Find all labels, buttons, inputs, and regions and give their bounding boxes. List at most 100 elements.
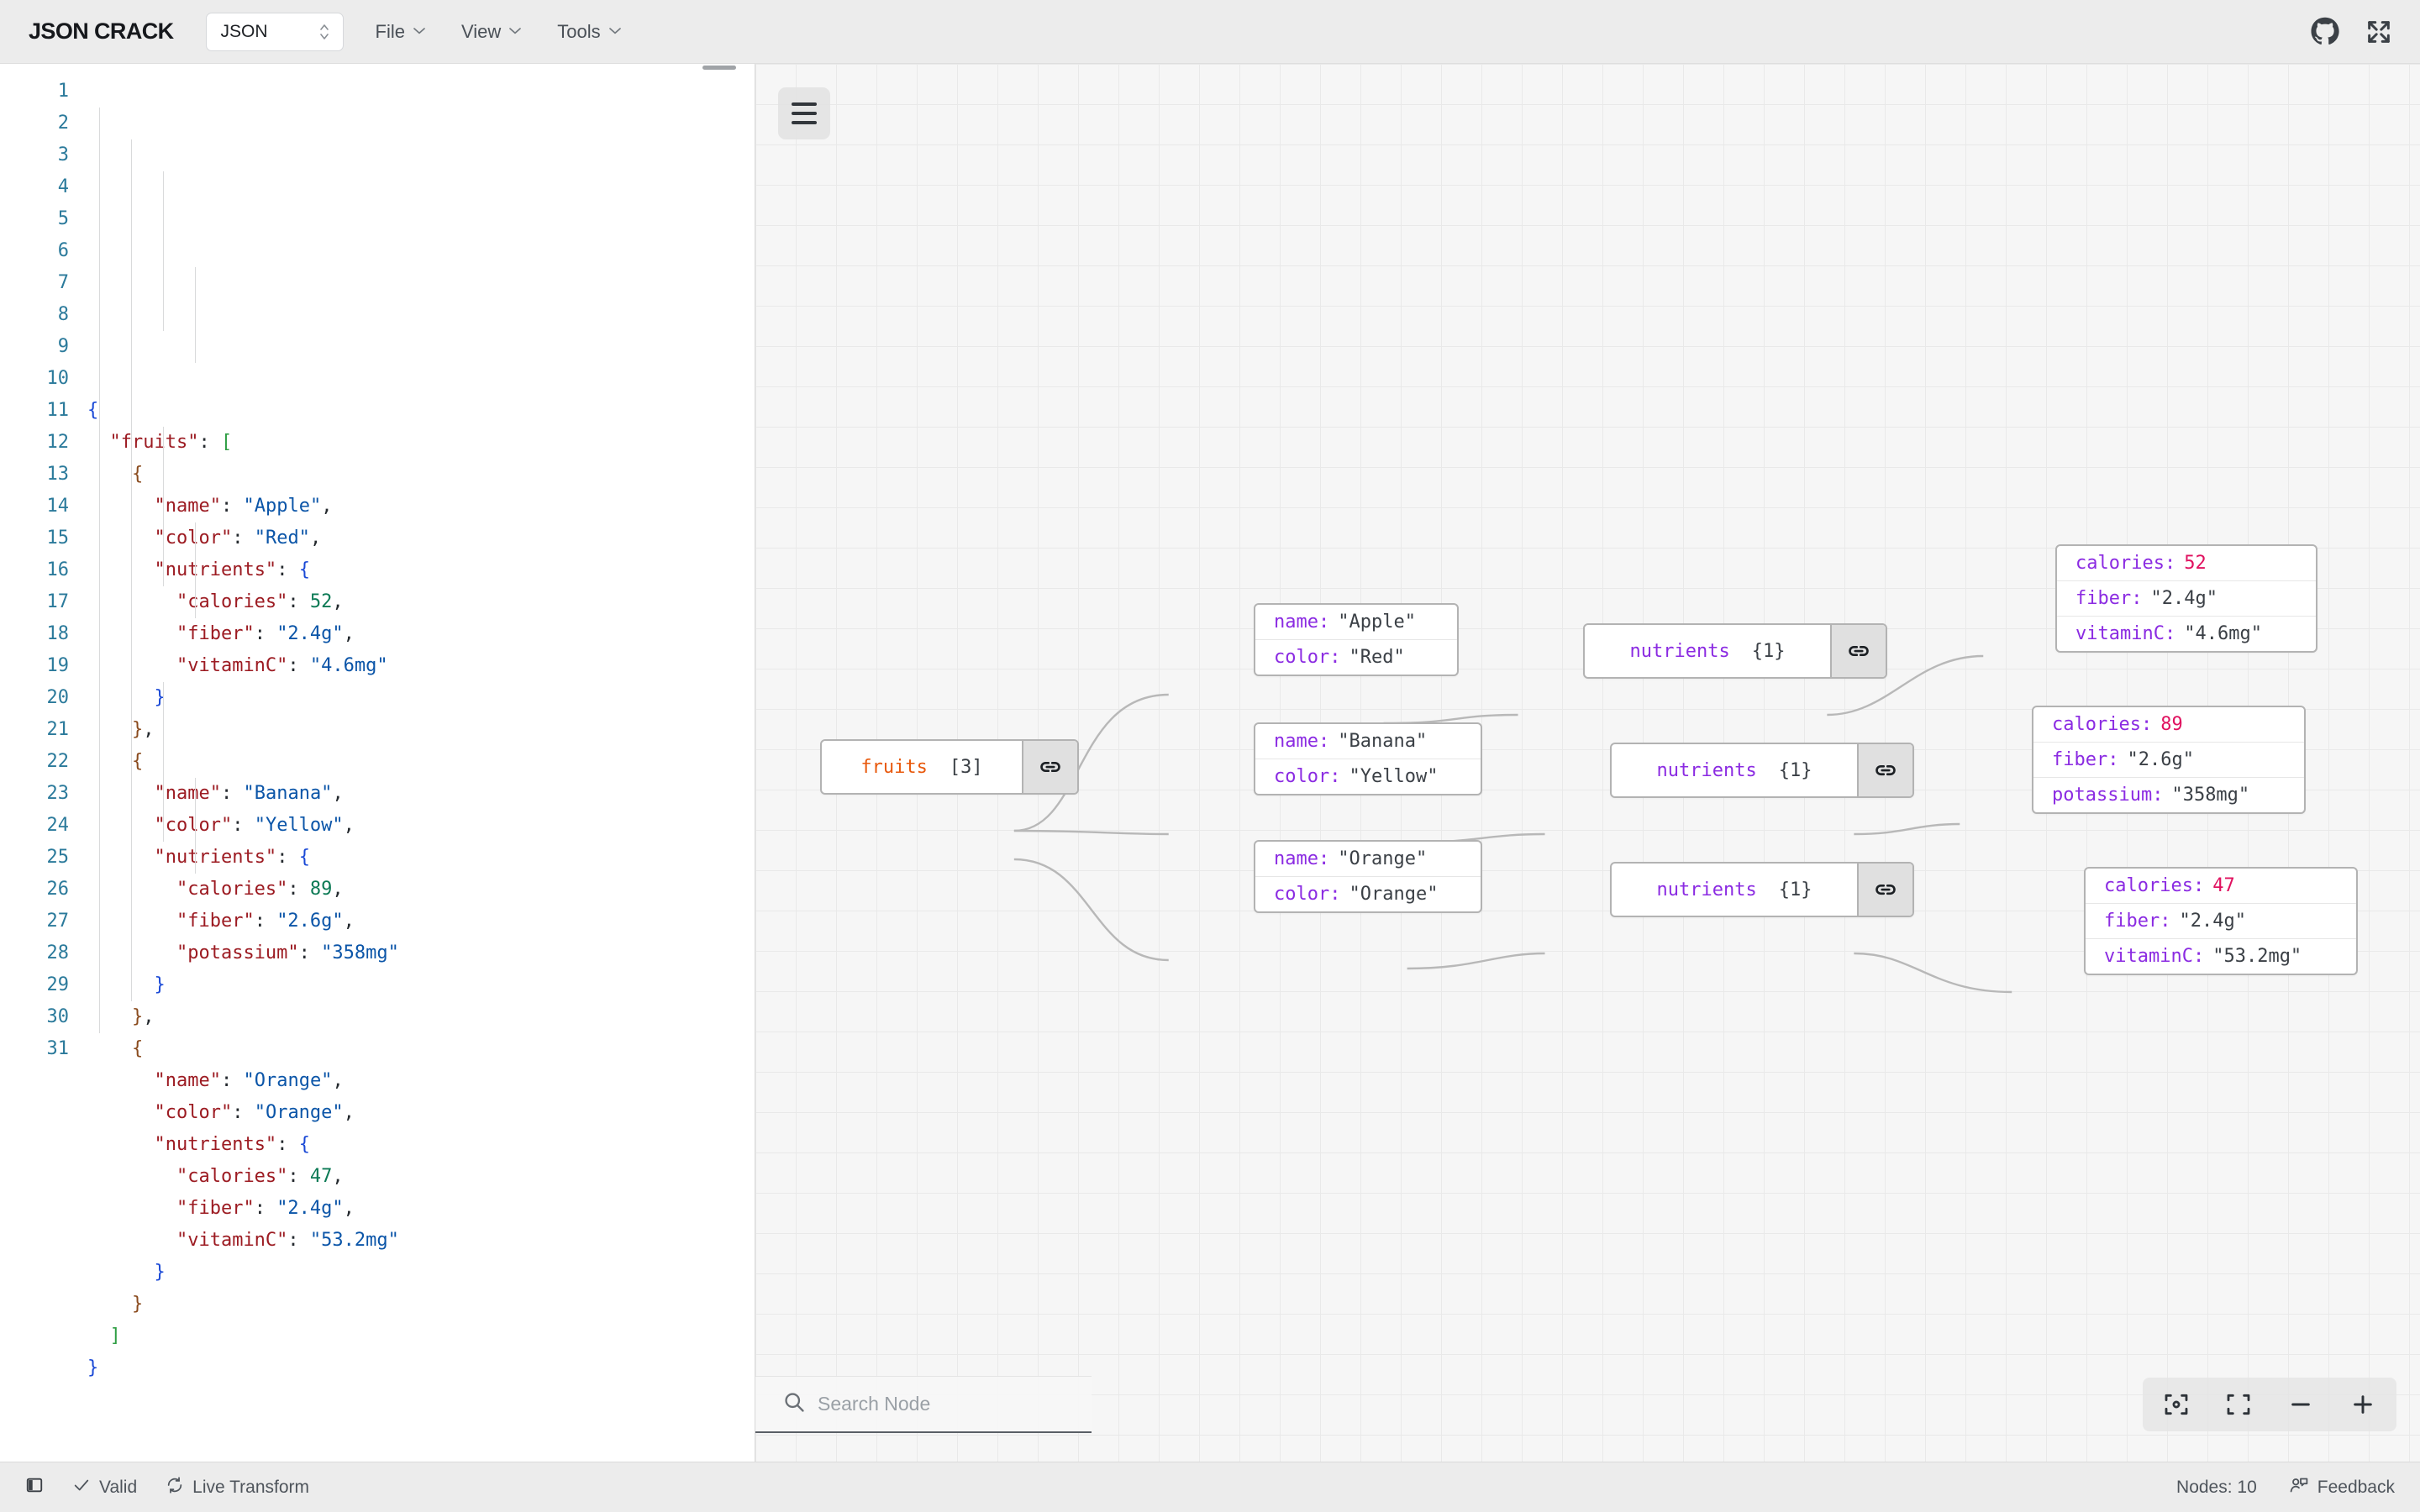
code-line[interactable]: { <box>87 746 755 778</box>
code-line[interactable]: "name": "Banana", <box>87 778 755 810</box>
code-line[interactable]: { <box>87 395 755 427</box>
code-line[interactable]: } <box>87 1352 755 1384</box>
link-icon[interactable] <box>1830 625 1886 677</box>
node-row: fiber:"2.4g" <box>2086 903 2356 938</box>
graph-canvas[interactable]: fruits[3] name:"Apple"color:"Red" name:"Ba… <box>755 64 2420 1462</box>
line-number: 23 <box>46 783 70 804</box>
code-line[interactable]: "fiber": "2.4g", <box>87 618 755 650</box>
code-line[interactable]: { <box>87 1033 755 1065</box>
code-line[interactable]: "color": "Yellow", <box>87 810 755 842</box>
code-token <box>87 1134 154 1155</box>
code-line[interactable]: "color": "Red", <box>87 522 755 554</box>
node-row: name:"Orange" <box>1255 842 1481 876</box>
feedback-label: Feedback <box>2317 1477 2395 1497</box>
graph-node-parent[interactable]: nutrients{1} <box>1583 623 1887 679</box>
code-line[interactable]: "fiber": "2.6g", <box>87 906 755 937</box>
graph-node-parent[interactable]: nutrients{1} <box>1610 862 1914 917</box>
code-token: "calories" <box>176 1166 288 1187</box>
panel-toggle-icon <box>25 1476 44 1499</box>
code-line[interactable]: } <box>87 1289 755 1320</box>
node-row: calories:52 <box>2057 546 2316 580</box>
menu-tools[interactable]: Tools <box>557 21 621 43</box>
code-line[interactable]: "fiber": "2.4g", <box>87 1193 755 1225</box>
hamburger-menu-icon[interactable] <box>778 87 830 139</box>
main-menu: File View Tools <box>376 21 622 43</box>
graph-node-parent[interactable]: fruits[3] <box>820 739 1079 795</box>
code-line[interactable]: "vitaminC": "4.6mg" <box>87 650 755 682</box>
code-line[interactable]: "nutrients": { <box>87 554 755 586</box>
node-row-key: vitaminC: <box>2075 623 2176 644</box>
code-token <box>87 815 154 836</box>
github-icon[interactable] <box>2307 14 2343 50</box>
code-line[interactable]: { <box>87 459 755 491</box>
code-token: : <box>220 783 244 804</box>
code-line[interactable]: } <box>87 1257 755 1289</box>
code-line[interactable]: "calories": 52, <box>87 586 755 618</box>
code-line[interactable]: "potassium": "358mg" <box>87 937 755 969</box>
node-row-value: "Orange" <box>1349 884 1439 905</box>
graph-node-leaf[interactable]: name:"Apple"color:"Red" <box>1254 603 1459 676</box>
link-icon[interactable] <box>1857 744 1912 796</box>
code-line[interactable]: }, <box>87 714 755 746</box>
code-token: , <box>343 815 355 836</box>
code-line[interactable]: "color": "Orange", <box>87 1097 755 1129</box>
code-line[interactable]: ] <box>87 1320 755 1352</box>
code-line[interactable]: } <box>87 969 755 1001</box>
code-token: , <box>343 911 355 932</box>
menu-file[interactable]: File <box>376 21 426 43</box>
graph-node-leaf[interactable]: name:"Banana"color:"Yellow" <box>1254 722 1482 795</box>
node-key: nutrients <box>1656 879 1757 900</box>
editor-scrollbar[interactable] <box>702 66 736 70</box>
fit-to-screen-icon[interactable] <box>2213 1383 2264 1426</box>
format-select[interactable]: JSON <box>205 12 344 51</box>
code-content[interactable]: { "fruits": [ { "name": "Apple", "color"… <box>87 76 755 1384</box>
code-line[interactable]: "name": "Orange", <box>87 1065 755 1097</box>
code-line[interactable]: "nutrients": { <box>87 1129 755 1161</box>
panel-toggle-button[interactable] <box>25 1476 44 1499</box>
zoom-out-icon[interactable] <box>2275 1383 2326 1426</box>
node-row-key: fiber: <box>2104 911 2171 932</box>
menu-view[interactable]: View <box>461 21 522 43</box>
center-view-icon[interactable] <box>2151 1383 2202 1426</box>
code-token: } <box>87 1357 99 1378</box>
line-number: 24 <box>46 815 70 836</box>
code-line[interactable]: "calories": 89, <box>87 874 755 906</box>
code-line[interactable]: "fruits": [ <box>87 427 755 459</box>
zoom-in-icon[interactable] <box>2338 1383 2388 1426</box>
line-number: 28 <box>46 942 70 963</box>
fullscreen-expand-icon[interactable] <box>2361 14 2396 50</box>
node-row: vitaminC:"4.6mg" <box>2057 616 2316 651</box>
link-icon[interactable] <box>1857 864 1912 916</box>
code-token: "color" <box>154 1102 233 1123</box>
code-line[interactable]: "calories": 47, <box>87 1161 755 1193</box>
code-line[interactable]: "name": "Apple", <box>87 491 755 522</box>
node-row-value: "53.2mg" <box>2212 946 2302 967</box>
code-token: : <box>276 1134 299 1155</box>
code-token: : <box>287 1230 310 1251</box>
line-number: 4 <box>57 176 69 197</box>
link-icon[interactable] <box>1022 741 1077 793</box>
code-line[interactable]: "vitaminC": "53.2mg" <box>87 1225 755 1257</box>
feedback-button[interactable]: Feedback <box>2289 1475 2395 1500</box>
live-transform-label: Live Transform <box>192 1477 310 1497</box>
nodes-count: Nodes: 10 <box>2176 1477 2257 1497</box>
live-transform-toggle[interactable]: Live Transform <box>166 1476 309 1499</box>
node-row-value: "Apple" <box>1338 612 1416 633</box>
search-input[interactable] <box>818 1393 1065 1415</box>
code-line[interactable]: "nutrients": { <box>87 842 755 874</box>
graph-node-parent[interactable]: nutrients{1} <box>1610 743 1914 798</box>
graph-node-leaf[interactable]: name:"Orange"color:"Orange" <box>1254 840 1482 913</box>
code-line[interactable]: } <box>87 682 755 714</box>
node-row-value: "Orange" <box>1338 848 1428 869</box>
zoom-controls <box>2143 1378 2396 1431</box>
search-node-bar[interactable] <box>755 1376 1092 1433</box>
code-token: : <box>232 815 255 836</box>
line-number: 25 <box>46 847 70 868</box>
code-line[interactable]: }, <box>87 1001 755 1033</box>
node-row-value: 89 <box>2160 714 2183 735</box>
line-number: 17 <box>46 591 70 612</box>
